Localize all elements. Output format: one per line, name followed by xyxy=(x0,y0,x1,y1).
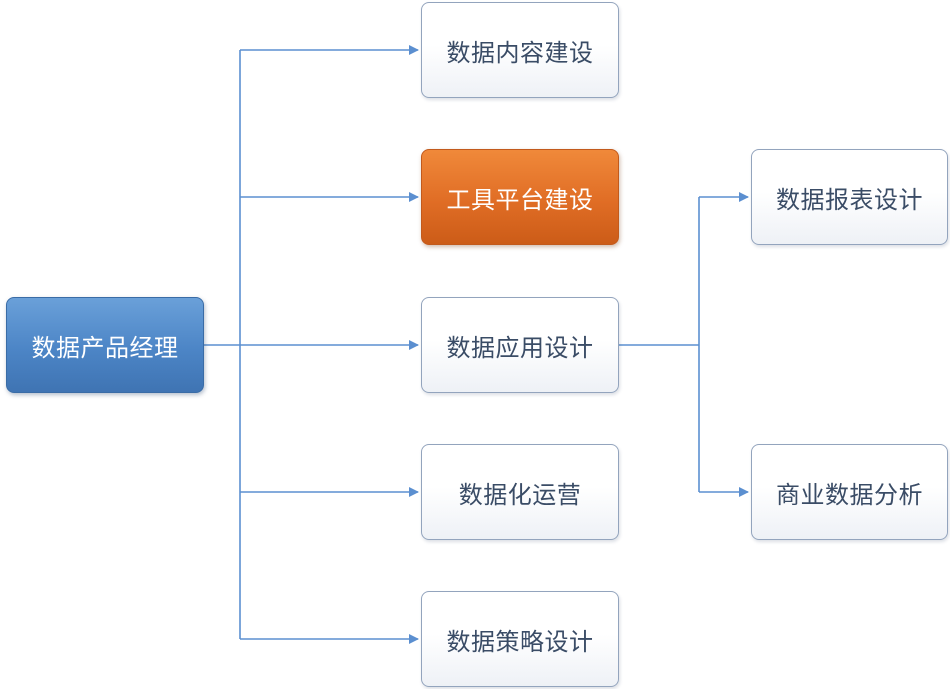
sub-node-business-analysis: 商业数据分析 xyxy=(751,444,948,540)
branch-node-label: 工具平台建设 xyxy=(446,185,594,214)
branch-node-application-design: 数据应用设计 xyxy=(421,297,619,393)
branch-node-tool-platform: 工具平台建设 xyxy=(421,149,619,245)
sub-node-label: 数据报表设计 xyxy=(776,185,923,214)
branch-node-content-building: 数据内容建设 xyxy=(421,2,619,98)
branch-node-label: 数据应用设计 xyxy=(446,333,594,362)
root-node-label: 数据产品经理 xyxy=(31,333,179,362)
sub-node-label: 商业数据分析 xyxy=(776,480,923,509)
branch-node-label: 数据内容建设 xyxy=(446,38,594,67)
sub-node-report-design: 数据报表设计 xyxy=(751,149,948,245)
branch-node-strategy-design: 数据策略设计 xyxy=(421,591,619,687)
branch-node-label: 数据策略设计 xyxy=(446,627,594,656)
root-node: 数据产品经理 xyxy=(6,297,204,393)
branch-node-data-operations: 数据化运营 xyxy=(421,444,619,540)
branch-node-label: 数据化运营 xyxy=(458,480,582,509)
